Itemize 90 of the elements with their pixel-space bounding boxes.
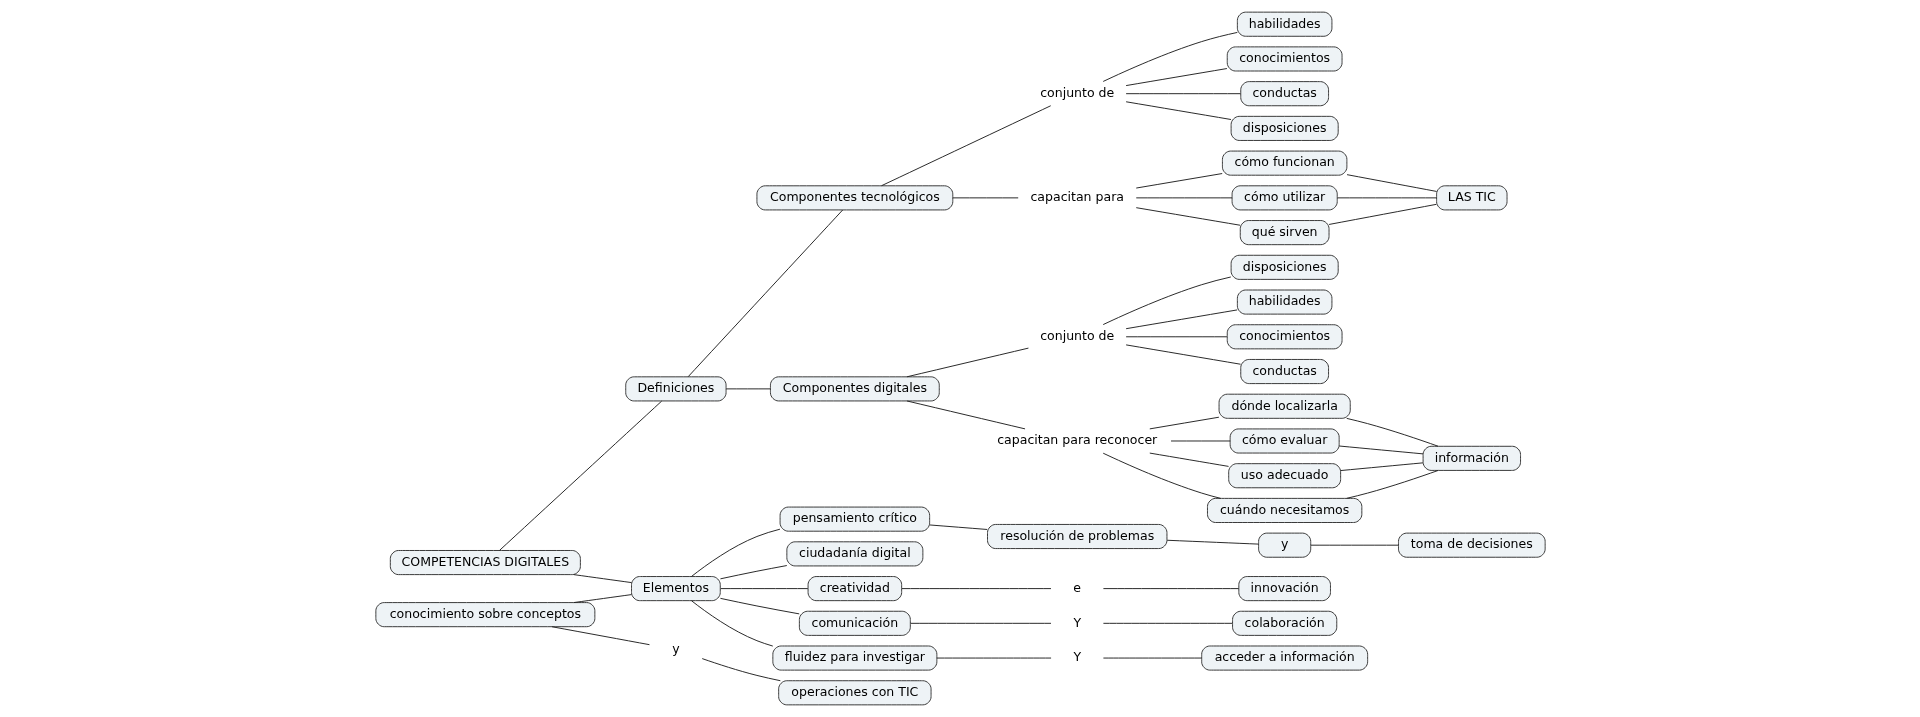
connector (719, 597, 800, 615)
node-text: capacitan para reconocer (996, 432, 1157, 448)
node-box: dónde localizarla (1218, 393, 1351, 419)
node-box: uso adecuado (1227, 463, 1341, 489)
connector (1102, 276, 1231, 326)
node-box: y (1257, 532, 1311, 558)
connector (719, 565, 787, 580)
node-box: toma de decisiones (1397, 532, 1546, 558)
node-text: conjunto de (1039, 328, 1114, 344)
node-text: conjunto de (1039, 84, 1114, 100)
connector (1125, 336, 1227, 338)
connector (1346, 174, 1437, 192)
node-box: habilidades (1236, 289, 1332, 315)
node-box: ciudadanía digital (785, 541, 923, 567)
connector (951, 197, 1019, 199)
node-box: Definiciones (624, 376, 727, 402)
connector (900, 588, 1051, 590)
node-box: resolución de problemas (986, 523, 1167, 550)
connector (928, 524, 988, 530)
node-box: operaciones con TIC (777, 680, 932, 706)
node-box: conocimientos (1226, 324, 1343, 350)
node-box: cómo funcionan (1221, 150, 1347, 176)
node-text: Y (1072, 649, 1081, 665)
connector (1125, 93, 1241, 95)
connector (906, 400, 1025, 430)
connector (1135, 207, 1241, 226)
connector (1125, 101, 1231, 120)
connector (909, 622, 1051, 624)
node-box: Componentes digitales (769, 376, 940, 402)
connector (1345, 417, 1439, 447)
connector (1148, 452, 1229, 467)
node-text: y (671, 640, 680, 656)
node-box: información (1422, 445, 1521, 471)
node-text: e (1072, 579, 1081, 595)
node-box: comunicación (798, 610, 911, 636)
node-box: conductas (1239, 358, 1329, 385)
connector (1345, 469, 1439, 499)
node-box: cómo utilizar (1231, 185, 1338, 211)
connector (701, 658, 781, 682)
node-box: cuándo necesitamos (1206, 497, 1362, 523)
connector (1339, 462, 1423, 472)
connector (572, 594, 632, 604)
node-box: conocimientos (1226, 46, 1343, 72)
connector (880, 105, 1051, 187)
connector (551, 626, 650, 646)
node-text: Y (1072, 614, 1081, 630)
connector (690, 600, 773, 647)
connector (1135, 173, 1223, 189)
connector (572, 574, 632, 584)
node-box: disposiciones (1230, 254, 1339, 280)
node-box: conocimiento sobre conceptos (374, 602, 595, 628)
node-box: qué sirven (1239, 220, 1329, 246)
node-box: LAS TIC (1435, 185, 1507, 211)
connector (1310, 544, 1399, 546)
connector (1125, 309, 1238, 330)
connector (1102, 588, 1239, 590)
connector (1338, 445, 1424, 455)
node-box: COMPETENCIAS DIGITALES (389, 550, 581, 576)
connector (1328, 203, 1437, 225)
connector (1148, 416, 1219, 430)
connector (906, 347, 1029, 378)
connector (1102, 452, 1221, 499)
connector (725, 388, 771, 390)
connector (1102, 31, 1238, 82)
connector (1102, 622, 1233, 624)
node-box: Elementos (630, 576, 721, 602)
node-box: disposiciones (1230, 115, 1339, 141)
connector (1336, 197, 1437, 199)
node-box: fluidez para investigar (771, 645, 937, 671)
connector (690, 528, 780, 577)
node-box: Componentes tecnológicos (755, 185, 953, 211)
connector (1125, 344, 1241, 365)
connector (498, 400, 662, 551)
connector (1102, 657, 1202, 659)
node-box: conductas (1239, 81, 1329, 107)
connector (687, 209, 843, 378)
node-text: capacitan para (1029, 189, 1124, 205)
connector (719, 588, 808, 590)
node-box: colaboración (1231, 610, 1337, 636)
connector (1125, 68, 1227, 87)
connector (1135, 197, 1233, 199)
node-box: acceder a información (1200, 645, 1368, 671)
node-box: creatividad (807, 576, 902, 602)
node-box: habilidades (1236, 11, 1332, 37)
connector (936, 657, 1052, 659)
node-box: innovación (1237, 576, 1331, 602)
node-box: cómo evaluar (1229, 428, 1340, 454)
node-box: pensamiento crítico (779, 506, 930, 532)
connector (1166, 539, 1259, 545)
connector (1170, 440, 1230, 442)
